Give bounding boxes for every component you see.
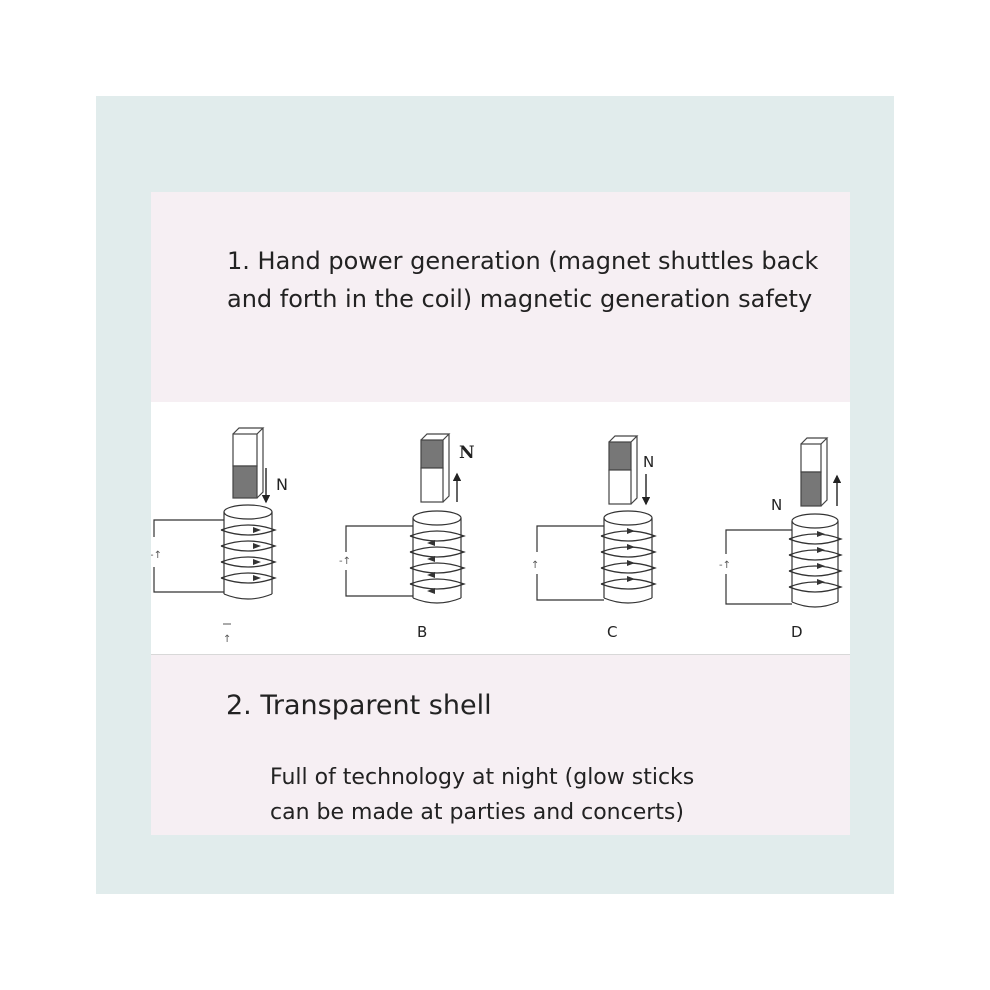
pole-label-b: N	[459, 443, 475, 463]
circuit-wire-c	[536, 525, 604, 601]
section2-body: Full of technology at night (glow sticks…	[270, 765, 695, 825]
magnet-b	[420, 433, 451, 503]
caption-c: C	[607, 623, 617, 641]
panel-b: N -↑ B	[339, 433, 475, 641]
panel-a: N -↑ ↑	[151, 427, 288, 645]
coil-c	[600, 510, 657, 604]
section2-title: 2. Transparent shell	[226, 690, 492, 721]
circuit-wire-d	[725, 529, 792, 605]
coil-d	[788, 513, 843, 608]
caption-d: D	[791, 623, 803, 641]
circuit-wire-a	[153, 519, 224, 593]
magnet-a	[232, 427, 265, 499]
pole-label-a: N	[276, 475, 288, 494]
section1-title: 1. Hand power generation (magnet shuttle…	[227, 247, 819, 313]
circuit-wire-b	[345, 525, 413, 597]
pole-label-d: N	[771, 496, 782, 514]
meter-c: ↑	[531, 560, 539, 571]
panel-c: N ↑ C	[531, 435, 657, 641]
panel-d: N -↑ D	[719, 437, 843, 641]
pole-label-c: N	[643, 453, 654, 471]
meter-d: -↑	[719, 560, 731, 571]
meter-below-a: ↑	[223, 634, 231, 645]
meter-b: -↑	[339, 556, 351, 567]
coil-b	[409, 510, 466, 604]
magnet-d	[800, 437, 829, 507]
induction-diagram: N -↑ ↑	[151, 402, 850, 655]
induction-diagram-svg: N -↑ ↑	[151, 427, 843, 645]
caption-b: B	[417, 623, 427, 641]
magnet-c	[608, 435, 639, 505]
coil-a	[220, 504, 277, 600]
meter-a: -↑	[151, 550, 162, 561]
